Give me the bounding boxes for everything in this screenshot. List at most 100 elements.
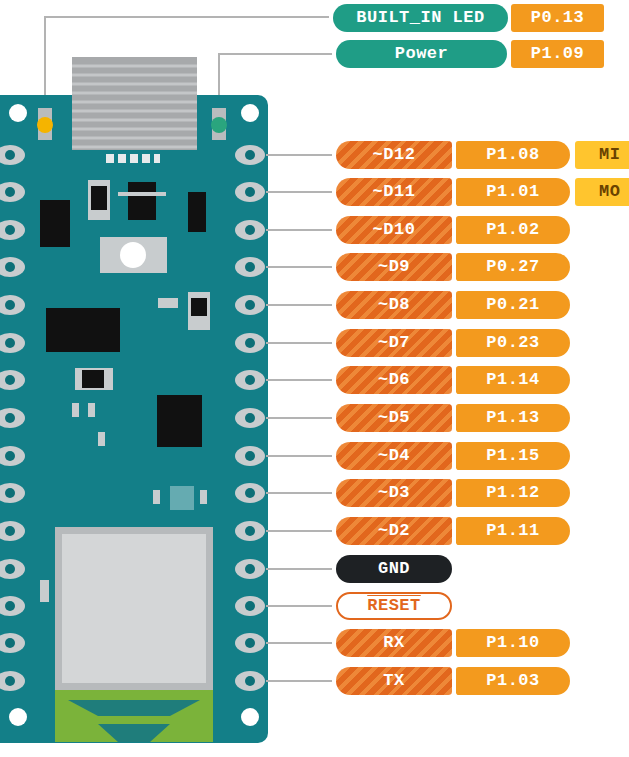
usb-connector — [72, 95, 197, 150]
led-yellow — [37, 117, 53, 133]
smd-part — [158, 298, 178, 308]
radio-module — [55, 527, 213, 690]
pin-pad — [0, 295, 25, 315]
pin-text: ~D8 — [378, 295, 410, 315]
pin-pad — [235, 596, 265, 616]
pin-text: P1.03 — [486, 671, 540, 691]
smd-part — [188, 292, 210, 330]
pin-label: BUILT_IN LED — [333, 4, 508, 32]
pin-text: ~D10 — [373, 220, 416, 240]
smd-part — [153, 490, 160, 504]
pin-text: RESET — [367, 596, 421, 616]
pin-label: P0.23 — [456, 329, 570, 357]
pin-text: ~D11 — [373, 182, 416, 202]
pin-text: P0.13 — [531, 8, 585, 28]
pin-pad — [235, 295, 265, 315]
pin-pad — [235, 633, 265, 653]
pin-pad — [0, 145, 25, 165]
pin-label: MI — [575, 141, 629, 169]
smd-part — [72, 403, 79, 417]
pin-pad — [235, 521, 265, 541]
pin-label: P1.09 — [511, 40, 604, 68]
smd-leads — [118, 192, 166, 196]
smd-part — [88, 180, 110, 220]
pin-text: P1.02 — [486, 220, 540, 240]
smd-part — [98, 432, 105, 446]
pin-row-right — [235, 145, 265, 691]
leader-line — [266, 155, 332, 681]
pin-label: ~D5 — [336, 404, 452, 432]
pin-label: ~D9 — [336, 253, 452, 281]
pin-pad — [235, 408, 265, 428]
pin-label: ~D11 — [336, 178, 452, 206]
mounting-hole — [241, 708, 259, 726]
pin-pad — [235, 446, 265, 466]
led-pad — [38, 108, 52, 140]
smd-part — [75, 368, 113, 390]
pin-pad — [0, 408, 25, 428]
pin-text: P1.15 — [486, 446, 540, 466]
pin-text: ~D2 — [378, 521, 410, 541]
pin-text: MO — [599, 182, 620, 202]
pin-label: Power — [336, 40, 507, 68]
pin-text: MI — [599, 145, 620, 165]
pin-pad — [235, 145, 265, 165]
pin-text: ~D3 — [378, 483, 410, 503]
pin-pad — [0, 633, 25, 653]
reset-button — [100, 237, 167, 273]
pin-pad — [0, 333, 25, 353]
pin-label: P1.02 — [456, 216, 570, 244]
pin-pad — [235, 220, 265, 240]
pin-label: ~D12 — [336, 141, 452, 169]
pin-pad — [235, 182, 265, 202]
pin-row-left — [0, 145, 25, 691]
pin-label: ~D6 — [336, 366, 452, 394]
pin-pad — [0, 671, 25, 691]
pin-text: P1.09 — [531, 44, 585, 64]
pin-text: P1.10 — [486, 633, 540, 653]
pin-pad — [0, 370, 25, 390]
smd-part — [191, 298, 207, 316]
pin-text: RX — [383, 633, 404, 653]
smd-part — [88, 403, 95, 417]
pin-text: P1.13 — [486, 408, 540, 428]
pin-label: P1.03 — [456, 667, 570, 695]
usb-connector — [72, 57, 197, 155]
pin-text: P0.23 — [486, 333, 540, 353]
smd-part — [40, 580, 49, 602]
pin-label: ~D4 — [336, 442, 452, 470]
pin-text: P1.11 — [486, 521, 540, 541]
pin-label: P0.21 — [456, 291, 570, 319]
pin-label: ~D8 — [336, 291, 452, 319]
pin-pad — [235, 333, 265, 353]
pin-pad — [235, 370, 265, 390]
chip — [46, 308, 120, 352]
led-pad — [212, 108, 226, 140]
module-shield — [62, 534, 206, 683]
pin-pad — [235, 559, 265, 579]
pin-label: GND — [336, 555, 452, 583]
pin-text: Power — [395, 44, 449, 64]
pin-text: P0.21 — [486, 295, 540, 315]
mounting-hole — [9, 708, 27, 726]
sensor-pad — [170, 486, 194, 510]
pin-text: TX — [383, 671, 404, 691]
antenna-area — [55, 690, 213, 742]
pcb-board — [0, 95, 268, 743]
pin-pad — [0, 220, 25, 240]
pin-label: P1.14 — [456, 366, 570, 394]
pin-label: RESET — [336, 592, 452, 620]
pin-pad — [0, 446, 25, 466]
pin-text: ~D4 — [378, 446, 410, 466]
pin-label: MO — [575, 178, 629, 206]
pin-text: P1.08 — [486, 145, 540, 165]
pin-text: ~D7 — [378, 333, 410, 353]
connector-ribs — [72, 102, 197, 147]
pin-label: P1.15 — [456, 442, 570, 470]
pin-pad — [235, 483, 265, 503]
pin-label: P1.10 — [456, 629, 570, 657]
pin-text: ~D9 — [378, 257, 410, 277]
smd-part — [82, 370, 104, 388]
pin-label: ~D2 — [336, 517, 452, 545]
